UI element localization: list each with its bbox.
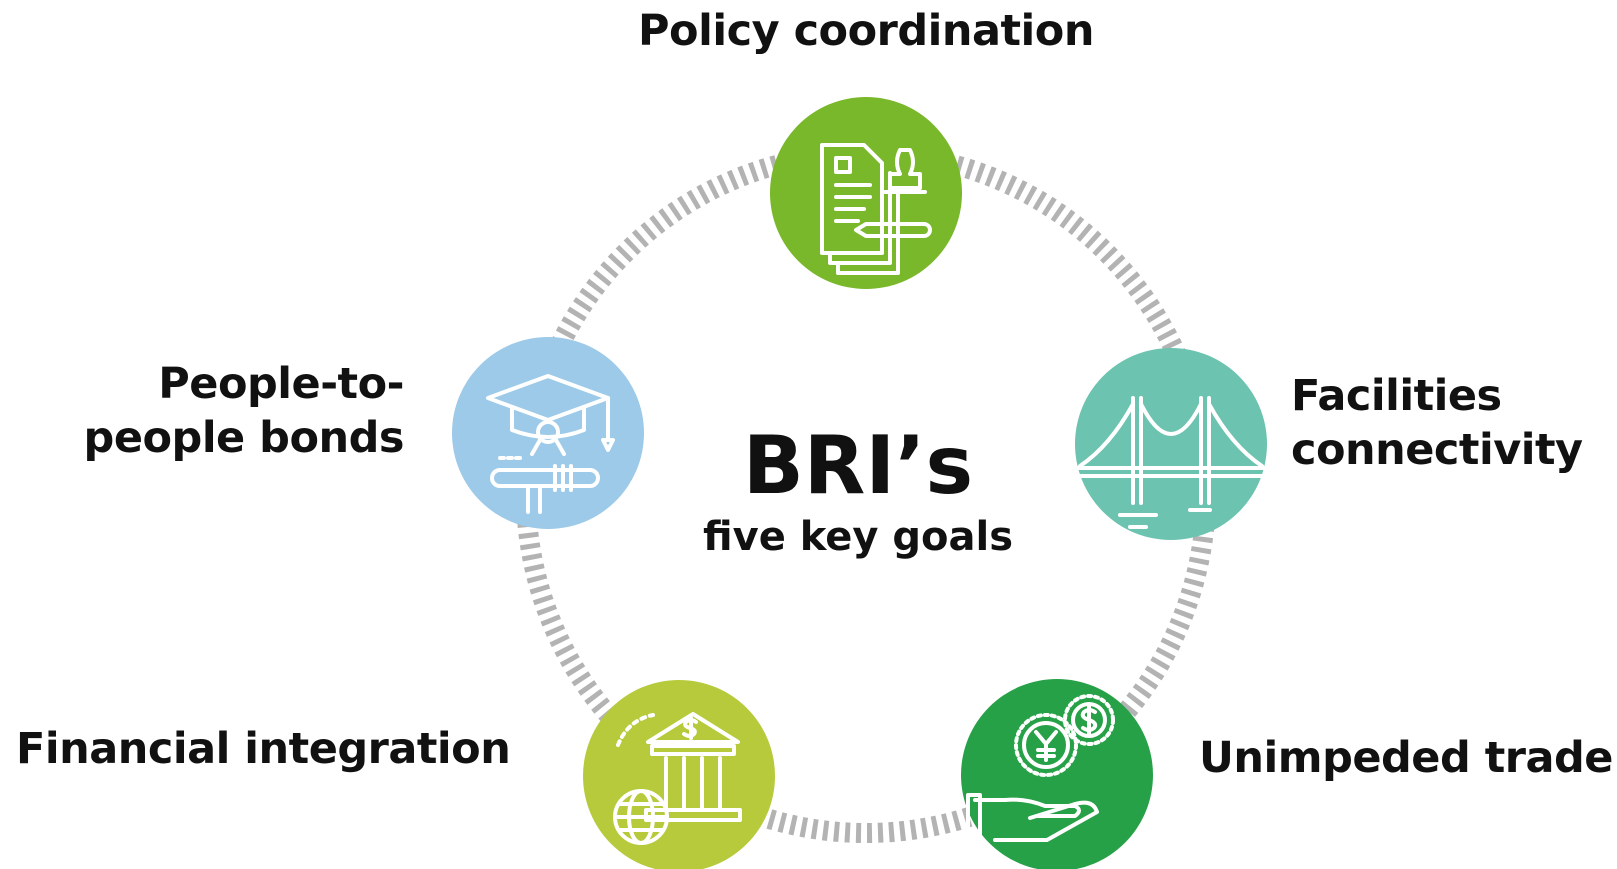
goal-label-line: people bonds bbox=[83, 413, 405, 463]
goal-circle-policy bbox=[770, 97, 962, 289]
documents-stamp-pen-icon bbox=[820, 143, 932, 275]
goal-node-facilities bbox=[1075, 348, 1267, 540]
goal-label-policy: Policy coordination bbox=[366, 4, 1366, 58]
goal-label-line: People-to- bbox=[158, 359, 404, 409]
goal-label-financial: Financial integration bbox=[16, 722, 511, 776]
goal-node-trade bbox=[961, 679, 1153, 869]
hand-coins-yen-dollar-icon bbox=[966, 694, 1115, 847]
bank-globe-dollar-icon bbox=[613, 712, 742, 845]
goal-node-policy bbox=[770, 97, 962, 289]
suspension-bridge-icon bbox=[1076, 396, 1266, 529]
goal-label-line: Facilities bbox=[1291, 371, 1502, 421]
goal-circle-financial bbox=[583, 680, 775, 869]
goal-label-facilities: Facilities connectivity bbox=[1291, 369, 1583, 477]
goal-label-trade: Unimpeded trade bbox=[1199, 731, 1613, 785]
goal-node-financial bbox=[583, 680, 775, 869]
goal-label-line: Policy coordination bbox=[638, 6, 1094, 56]
center-title: BRI’s bbox=[742, 419, 974, 512]
goal-label-line: Financial integration bbox=[16, 724, 511, 774]
goal-label-people: People-to- people bonds bbox=[83, 357, 405, 465]
goal-circle-facilities bbox=[1075, 348, 1267, 540]
goal-label-line: connectivity bbox=[1291, 425, 1583, 475]
goal-node-people bbox=[452, 337, 644, 529]
goal-circle-people bbox=[452, 337, 644, 529]
goal-label-line: Unimpeded trade bbox=[1199, 733, 1613, 783]
graduation-cap-diploma-icon bbox=[486, 374, 615, 514]
center-subtitle: five key goals bbox=[702, 514, 1014, 560]
